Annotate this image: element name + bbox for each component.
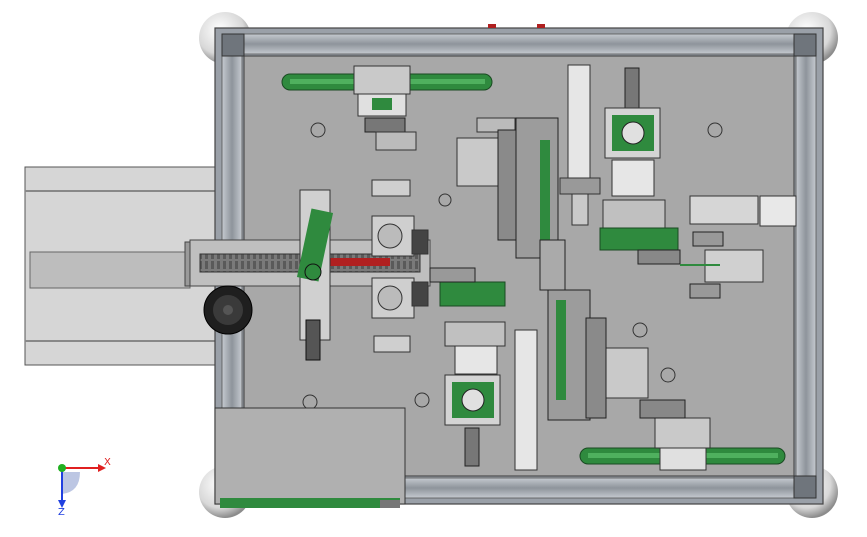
triad-x-label: X bbox=[104, 457, 111, 468]
drive-motor bbox=[203, 285, 253, 335]
bottom-belt bbox=[579, 399, 786, 471]
left-grippers bbox=[371, 179, 429, 353]
control-box bbox=[214, 407, 406, 508]
lower-rotary-table bbox=[429, 267, 506, 467]
view-triad: X Z bbox=[40, 452, 120, 522]
plate-holes bbox=[302, 122, 723, 410]
lower-actuator bbox=[514, 239, 649, 471]
right-ejector bbox=[680, 195, 797, 299]
upper-rotary-table bbox=[599, 67, 681, 265]
upper-actuator bbox=[456, 64, 601, 259]
triad-axes-icon bbox=[58, 464, 106, 508]
triad-z-label: Z bbox=[58, 507, 65, 518]
top-belt bbox=[281, 65, 493, 151]
